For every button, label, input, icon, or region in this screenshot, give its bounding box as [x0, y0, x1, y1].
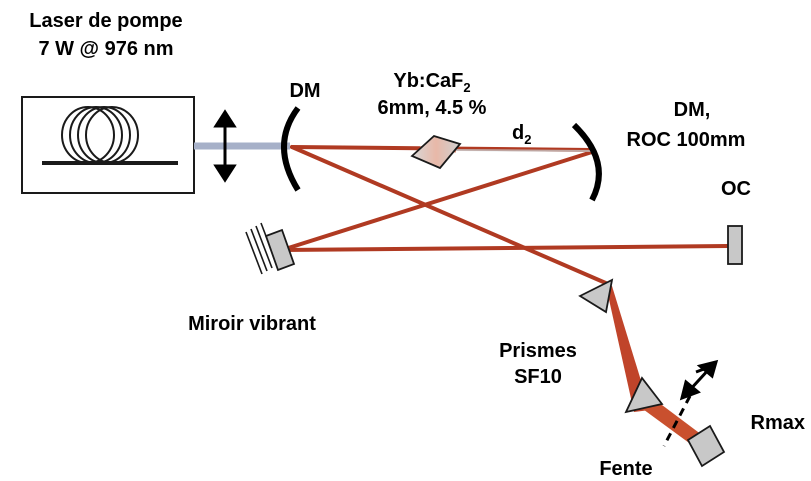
oc-label: OC: [721, 178, 751, 200]
d2-label: d2: [512, 122, 531, 147]
cavity-beams: [280, 145, 730, 286]
dm-right-label-line1: DM,: [674, 99, 711, 121]
slit: [662, 395, 692, 447]
prism-2: [624, 376, 664, 414]
dichroic-mirror-left: [281, 106, 301, 192]
pump-label-line2: 7 W @ 976 nm: [38, 38, 173, 60]
double-arrow-icon: [679, 359, 719, 401]
fente-label: Fente: [599, 458, 652, 480]
prismes-label-line2: SF10: [514, 366, 562, 388]
pump-laser-source: [21, 96, 195, 194]
crystal-label-line2: 6mm, 4.5 %: [378, 97, 487, 119]
dispersed-beam-to-rmax: [636, 396, 706, 448]
pump-label-line1: Laser de pompe: [29, 10, 182, 32]
ybcaf2-crystal: [410, 134, 462, 170]
beam-roc-to-vibrating-mirror: [280, 150, 594, 252]
miroir-vibrant-label: Miroir vibrant: [188, 313, 316, 335]
double-arrow-lens-icon: [213, 109, 237, 183]
beam-crystal-to-roc: [455, 149, 593, 152]
prism-1: [578, 278, 614, 314]
crystal-label-line1: Yb:CaF2: [393, 70, 470, 95]
fiber-coil-icon: [42, 106, 178, 165]
rmax-label: Rmax: [751, 412, 805, 434]
rmax-mirror: [686, 424, 726, 468]
vibrating-mirror: [245, 222, 296, 275]
dm-left-label: DM: [289, 80, 320, 102]
beam-vibrating-mirror-to-oc: [280, 244, 730, 252]
dichroic-mirror-roc: [571, 122, 602, 202]
output-coupler: [727, 225, 743, 265]
prismes-label-line1: Prismes: [499, 340, 577, 362]
dispersed-beam-prisms: [606, 286, 650, 412]
beam-dm-to-prism1: [290, 145, 610, 286]
dm-right-label-line2: ROC 100mm: [627, 129, 746, 151]
